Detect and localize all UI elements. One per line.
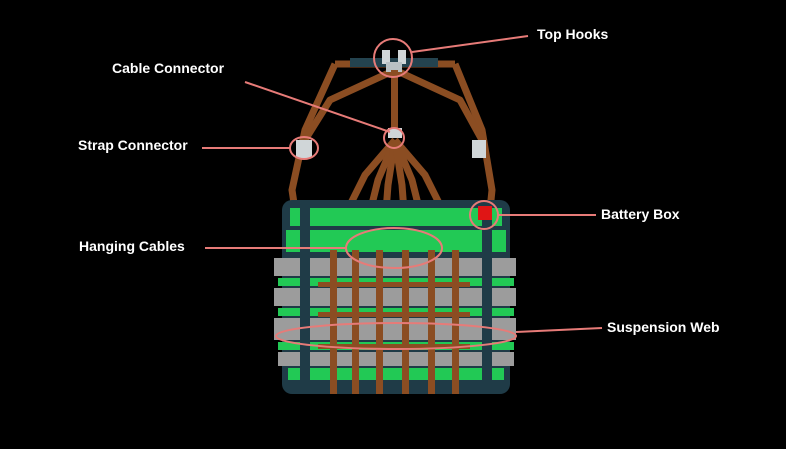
label-top-hooks: Top Hooks xyxy=(537,26,608,42)
label-strap-connector: Strap Connector xyxy=(78,137,188,153)
label-battery-box: Battery Box xyxy=(601,206,680,222)
label-suspension-web: Suspension Web xyxy=(607,319,720,335)
strap-connector-left xyxy=(296,140,312,158)
top-hook-right xyxy=(398,50,406,64)
top-hook-left xyxy=(382,50,390,64)
basket-layers xyxy=(274,208,516,380)
battery-box xyxy=(478,206,492,220)
label-hanging-cables: Hanging Cables xyxy=(79,238,185,254)
strap-connector-right xyxy=(472,140,486,158)
central-cable xyxy=(391,70,398,132)
label-cable-connector: Cable Connector xyxy=(112,60,224,76)
